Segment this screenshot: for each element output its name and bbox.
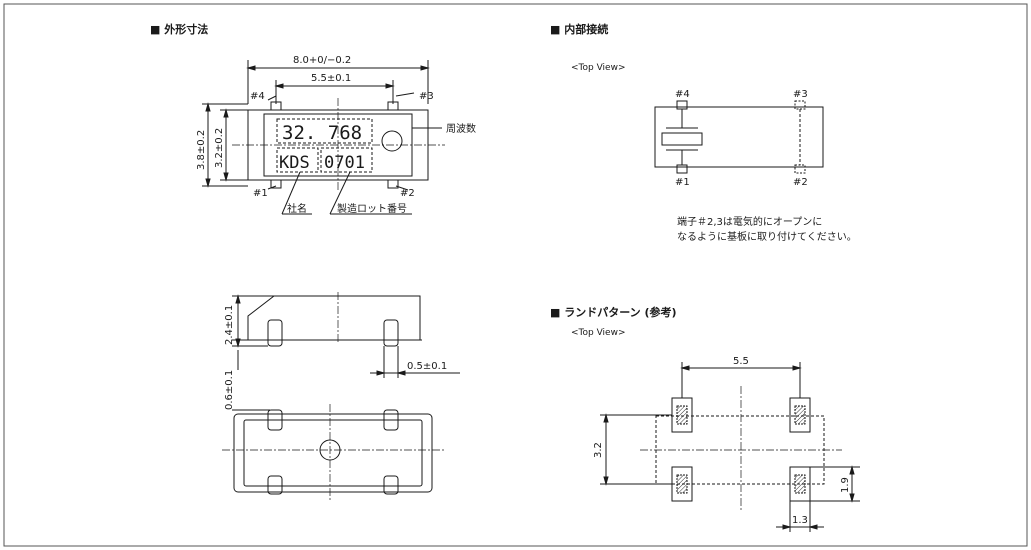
label-lot: 製造ロット番号	[337, 202, 407, 215]
dim-standoff-label: 0.6±0.1	[224, 370, 235, 410]
internal-note-line1: 端子＃2,3は電気的にオープンに	[677, 215, 822, 228]
side-view	[232, 292, 460, 378]
outline-pin-2: #2	[400, 188, 415, 199]
dim-length-label: 8.0+0/−0.2	[293, 55, 351, 66]
dim-terminal-label: 0.5±0.1	[407, 361, 447, 372]
internal-pin-4: #4	[675, 89, 690, 100]
internal-connection-diagram	[654, 100, 824, 174]
dim-height-outer-label: 3.8±0.2	[196, 130, 207, 170]
outline-pin-3: #3	[419, 91, 434, 102]
land-dim-pad-width: 1.3	[792, 515, 808, 526]
internal-pin-3: #3	[793, 89, 808, 100]
land-dim-pad-height: 1.9	[840, 477, 851, 493]
outline-pin-1: #1	[253, 188, 268, 199]
heading-outline: ■ 外形寸法	[150, 22, 208, 36]
page-border	[3, 3, 1028, 547]
dim-height-inner-label: 3.2±0.2	[214, 128, 225, 168]
heading-land-pattern: ■ ランドパターン (参考)	[550, 305, 677, 319]
label-company: 社名	[287, 202, 307, 215]
land-dim-pitch: 5.5	[733, 356, 749, 367]
land-dim-height: 3.2	[593, 442, 604, 458]
heading-internal: ■ 内部接続	[550, 22, 608, 36]
internal-pin-1: #1	[675, 177, 690, 188]
marking-lot: 0701	[324, 153, 365, 173]
label-frequency: 周波数	[446, 122, 476, 135]
marking-maker: KDS	[279, 153, 310, 173]
land-pattern-diagram	[600, 362, 860, 532]
dim-pitch-label: 5.5±0.1	[311, 73, 351, 84]
internal-pin-2: #2	[793, 177, 808, 188]
bottom-view	[222, 404, 446, 500]
outline-pin-4: #4	[250, 91, 265, 102]
dim-side-height-label: 2.4±0.1	[224, 305, 235, 345]
outline-top-view	[202, 60, 445, 215]
internal-note-line2: なるように基板に取り付けてください。	[677, 230, 857, 243]
internal-top-view-label: <Top View>	[571, 63, 626, 73]
land-top-view-label: <Top View>	[571, 328, 626, 338]
marking-frequency: 32. 768	[282, 122, 362, 144]
